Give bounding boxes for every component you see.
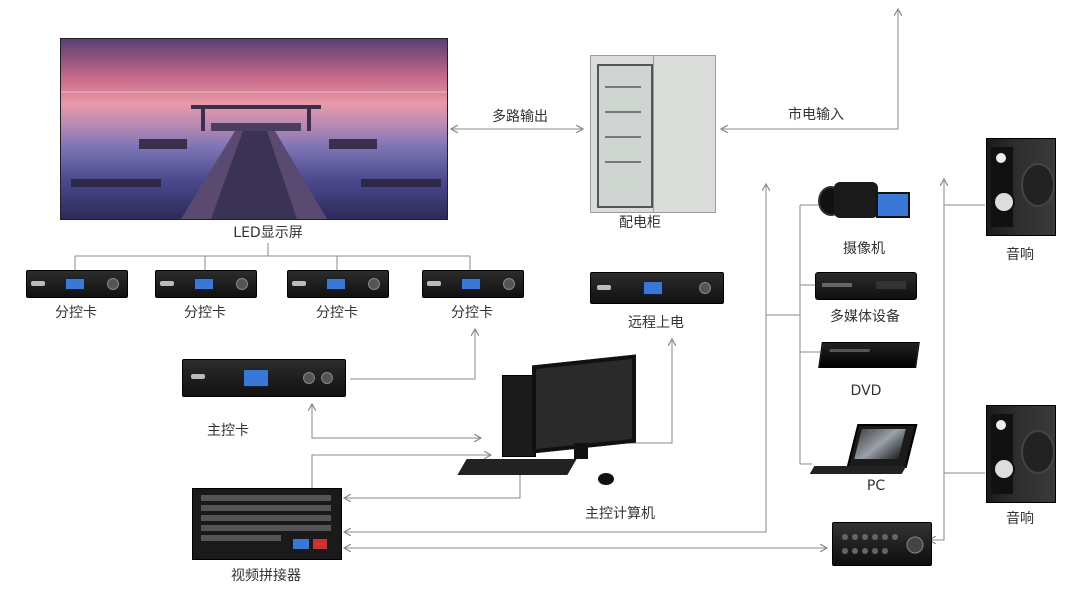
sub-card-4-label: 分控卡	[451, 305, 493, 321]
pc-label: PC	[866, 478, 886, 494]
sub-card-4-device	[422, 270, 524, 298]
mains-input-arrow	[722, 10, 898, 129]
sub-card-2-label: 分控卡	[184, 305, 226, 321]
main-computer-label: 主控计算机	[585, 506, 655, 522]
mains-input-label: 市电输入	[788, 107, 844, 123]
multi-output-label: 多路输出	[492, 109, 548, 125]
pier-image	[61, 91, 447, 219]
mouse	[598, 473, 614, 485]
dvd-device	[818, 342, 920, 368]
keyboard	[457, 459, 577, 475]
pc-tower	[502, 375, 536, 457]
speaker-bottom-device	[986, 405, 1056, 503]
led-screen-label: LED显示屏	[233, 225, 303, 241]
led-screen	[60, 38, 448, 220]
monitor	[532, 354, 636, 454]
multimedia-device	[815, 272, 917, 300]
sub-card-1-label: 分控卡	[55, 305, 97, 321]
laptop-device	[809, 424, 918, 476]
distribution-cabinet-label: 配电柜	[619, 215, 661, 231]
sub-card-1-device	[26, 270, 128, 298]
main-card-label: 主控卡	[207, 423, 249, 439]
speaker-bottom-label: 音响	[1006, 511, 1034, 527]
dvd-label: DVD	[850, 383, 882, 399]
video-splicer-label: 视频拼接器	[231, 568, 301, 584]
camera-label: 摄像机	[843, 241, 885, 257]
multimedia-label: 多媒体设备	[830, 309, 900, 325]
main-card-device	[182, 359, 346, 397]
main-computer-device	[457, 354, 637, 490]
speaker-top-device	[986, 138, 1056, 236]
speaker-top-label: 音响	[1006, 247, 1034, 263]
remote-power-label: 远程上电	[628, 315, 684, 331]
amplifier-device	[832, 522, 932, 566]
camera-device	[818, 178, 910, 226]
distribution-cabinet-device	[590, 55, 716, 213]
video-splicer-device	[192, 488, 342, 560]
sub-card-3-label: 分控卡	[316, 305, 358, 321]
remote-power-device	[590, 272, 724, 304]
sub-card-2-device	[155, 270, 257, 298]
sub-card-3-device	[287, 270, 389, 298]
